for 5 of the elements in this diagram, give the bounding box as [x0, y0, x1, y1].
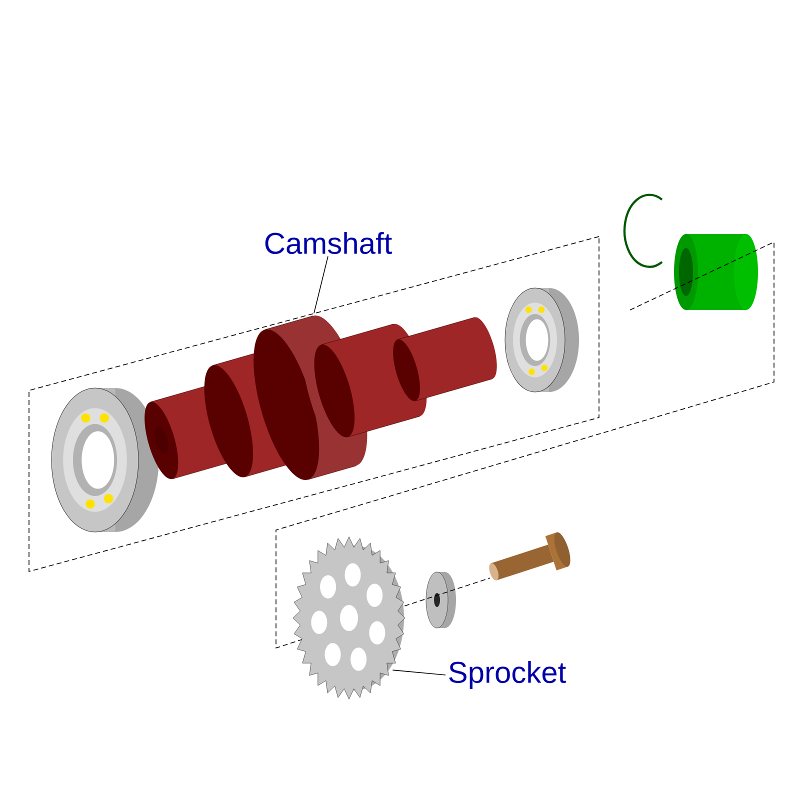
part-label: Sprocket [449, 661, 566, 689]
sprocket-drawing [292, 536, 406, 700]
part-label: Camshaft [265, 232, 392, 254]
leader-line [392, 670, 446, 676]
leader-line [314, 256, 328, 314]
